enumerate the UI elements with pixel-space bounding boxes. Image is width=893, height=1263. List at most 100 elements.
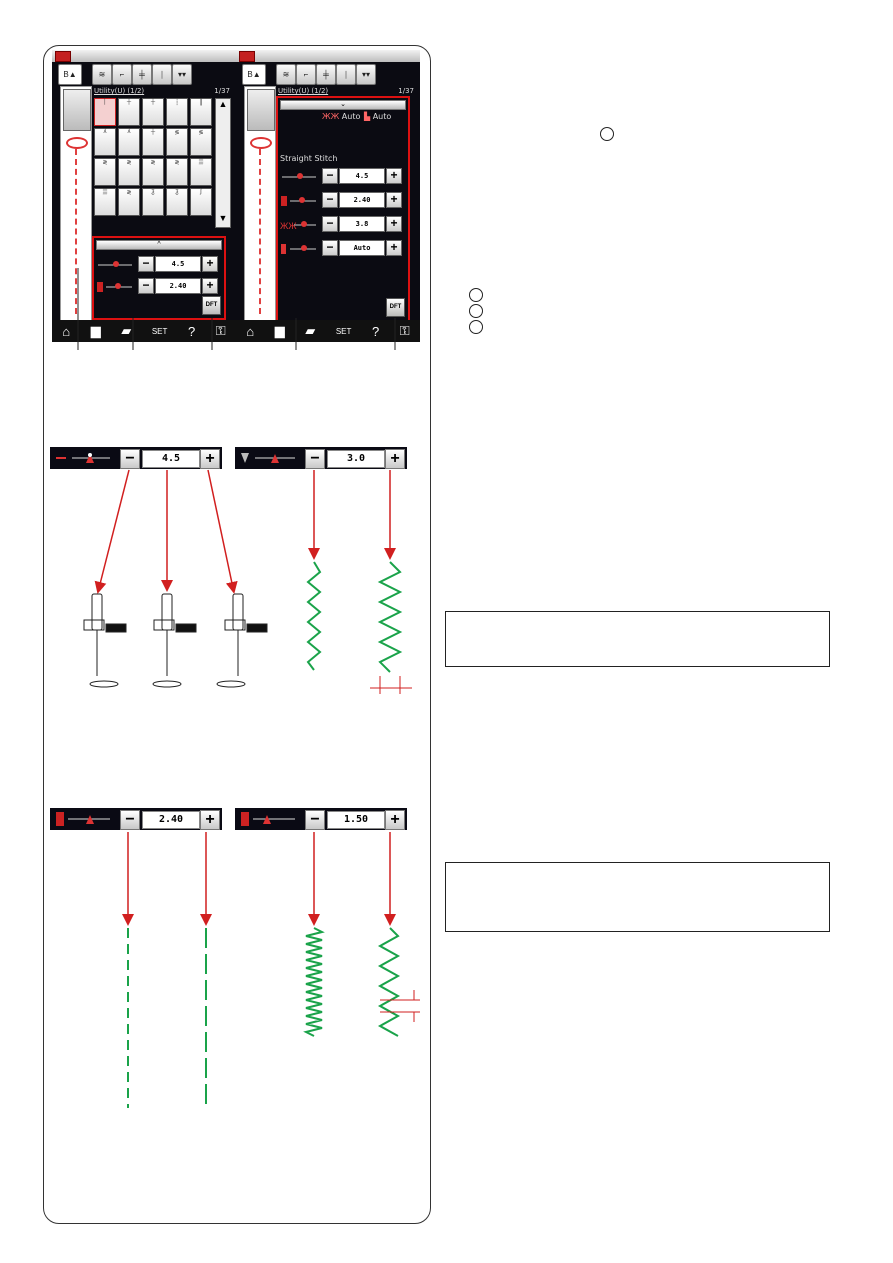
foot-preview	[60, 86, 92, 324]
machine-icon[interactable]: ▆	[274, 323, 285, 338]
auto-label-a: ЖЖ Auto	[322, 112, 361, 121]
stitch-length-icon	[56, 812, 110, 826]
minus-button[interactable]: −	[138, 278, 154, 294]
dft-button[interactable]: DFT	[386, 298, 405, 317]
stitch-density-control: − 1.50 +	[235, 808, 407, 830]
needle-icon[interactable]: ╪	[316, 64, 336, 85]
home-icon[interactable]: ⌂	[62, 323, 71, 339]
minus-button[interactable]: −	[322, 192, 338, 208]
minus-button[interactable]: −	[322, 240, 338, 256]
plus-button[interactable]: +	[202, 278, 218, 294]
stitch-cell[interactable]: ┆	[166, 98, 188, 126]
plus-button[interactable]: +	[385, 810, 405, 830]
needle-icon[interactable]: ╪	[132, 64, 152, 85]
screen-utility-2: B▲ ≋ ⌐ ╪ ∥ ▾▾ Utility(U) (1/2) 1/37 ⌄ ЖЖ…	[236, 50, 420, 342]
stitch-row-icon[interactable]: ▾▾	[356, 64, 376, 85]
twin-needle-icon[interactable]: ∥	[152, 64, 172, 85]
pattern-icon[interactable]: ≋	[92, 64, 112, 85]
presser-icon[interactable]: ⌐	[296, 64, 316, 85]
screen-utility-1: B▲ ≋ ⌐ ╪ ∥ ▾▾ Utility(U) (1/2) 1/37 │ ┼ …	[52, 50, 236, 342]
plus-button[interactable]: +	[200, 810, 220, 830]
zigzag-narrow	[306, 561, 322, 671]
stitch-scrollbar[interactable]: ▲ ▼	[215, 98, 231, 228]
foot-up-icon[interactable]: B▲	[58, 64, 82, 85]
scroll-down-icon[interactable]: ▼	[218, 213, 228, 223]
key-icon[interactable]: ⚿	[215, 323, 226, 338]
minus-button[interactable]: −	[138, 256, 154, 272]
needle-position-icon	[56, 453, 110, 463]
stitch-cell[interactable]: ≷	[118, 158, 140, 186]
stitch-cell[interactable]: ┼	[142, 128, 164, 156]
plus-button[interactable]: +	[200, 449, 220, 469]
setting-row: − 4.5 +	[278, 168, 406, 184]
plus-button[interactable]: +	[385, 449, 405, 469]
needle-center-icon	[152, 593, 197, 688]
stitch-cell[interactable]: ≷	[94, 158, 116, 186]
help-icon[interactable]: ?	[187, 323, 196, 339]
stitch-cell[interactable]: ʎ	[94, 128, 116, 156]
auto-label-b: ▙ Auto	[364, 112, 392, 121]
plus-button[interactable]: +	[386, 168, 402, 184]
home-icon[interactable]: ⌂	[246, 323, 255, 339]
plus-button[interactable]: +	[386, 192, 402, 208]
plus-button[interactable]: +	[386, 240, 402, 256]
key-icon[interactable]: ⚿	[399, 323, 410, 338]
needle-position-control: − 4.5 +	[50, 447, 222, 469]
collapse-toggle[interactable]: ^	[96, 240, 222, 250]
stitch-cell[interactable]: ≷	[142, 158, 164, 186]
scroll-up-icon[interactable]: ▲	[218, 99, 228, 109]
callout-circle	[469, 288, 483, 302]
stitch-cell[interactable]: ≶	[190, 128, 212, 156]
machine-icon[interactable]: ▆	[90, 323, 101, 338]
stitch-width-control: − 3.0 +	[235, 447, 407, 469]
stitch-row-icon[interactable]: ▾▾	[172, 64, 192, 85]
stitch-grid: │ ┼ ┼ ┆ ┃ ʎ ʎ ┼ ≶ ≶ ≷ ≷ ≷ ≷ ▒ ▒ ≷ ƺ ƺ ∫	[94, 98, 212, 228]
stitch-cell[interactable]: ▒	[94, 188, 116, 216]
stitch-cell[interactable]: ▒	[190, 158, 212, 186]
expand-toggle[interactable]: ⌄	[280, 100, 406, 110]
stitch-cell[interactable]: │	[94, 98, 116, 126]
needle-right-icon	[216, 593, 268, 688]
minus-button[interactable]: −	[322, 168, 338, 184]
note-box	[445, 862, 830, 932]
stitch-cell[interactable]: ≷	[118, 188, 140, 216]
help-icon[interactable]: ?	[371, 323, 380, 339]
foot-up-icon[interactable]: B▲	[242, 64, 266, 85]
value-display: 2.40	[339, 192, 385, 208]
stitch-cell[interactable]: ʎ	[118, 128, 140, 156]
stitch-cell[interactable]: ┼	[142, 98, 164, 126]
page-counter: 1/37	[214, 87, 230, 95]
folder-icon[interactable]: ▰	[121, 323, 132, 338]
presser-icon[interactable]: ⌐	[112, 64, 132, 85]
folder-icon[interactable]: ▰	[305, 323, 316, 338]
pattern-icon[interactable]: ≋	[276, 64, 296, 85]
stitch-settings-panel: ^ − 4.5 + − 2.40 + DFT	[92, 236, 226, 320]
stitch-cell[interactable]: ƺ	[142, 188, 164, 216]
stitch-settings-panel: ⌄ ЖЖ Auto ▙ Auto Straight Stitch − 4.5 +…	[276, 96, 410, 322]
stitch-cell[interactable]: ┼	[118, 98, 140, 126]
set-icon[interactable]: SET	[335, 326, 352, 336]
value-display: 3.0	[327, 450, 385, 468]
stitch-cell[interactable]: ∫	[190, 188, 212, 216]
svg-text:ЖЖ: ЖЖ	[280, 221, 297, 231]
minus-button[interactable]: −	[120, 810, 140, 830]
stitch-cell[interactable]: ≶	[166, 128, 188, 156]
minus-button[interactable]: −	[305, 449, 325, 469]
stitch-cell[interactable]: ≷	[166, 158, 188, 186]
needle-position-icon	[96, 258, 134, 270]
stitch-length-icon	[241, 812, 295, 826]
set-icon[interactable]: SET	[151, 326, 168, 336]
twin-needle-icon[interactable]: ∥	[336, 64, 356, 85]
dft-button[interactable]: DFT	[202, 296, 221, 315]
section-label: Straight Stitch	[280, 154, 338, 163]
minus-button[interactable]: −	[305, 810, 325, 830]
screen-top-bar	[52, 50, 236, 62]
plus-button[interactable]: +	[386, 216, 402, 232]
screen-title: Utility(U) (1/2)	[94, 87, 145, 95]
stitch-cell[interactable]: ┃	[190, 98, 212, 126]
minus-button[interactable]: −	[322, 216, 338, 232]
stitch-cell[interactable]: ƺ	[166, 188, 188, 216]
value-display: 4.5	[155, 256, 201, 272]
plus-button[interactable]: +	[202, 256, 218, 272]
minus-button[interactable]: −	[120, 449, 140, 469]
